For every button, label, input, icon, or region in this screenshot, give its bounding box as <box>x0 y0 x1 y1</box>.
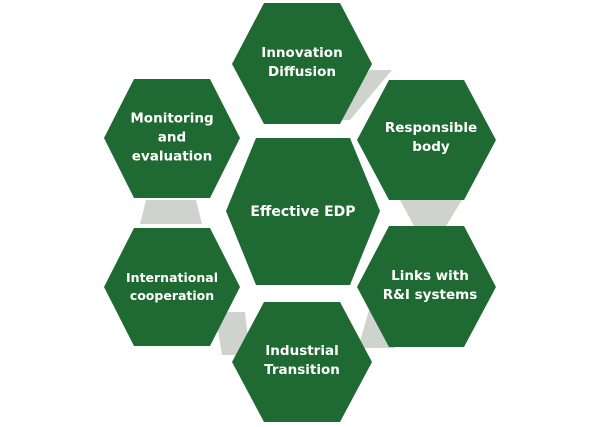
label-effective-edp: Effective EDP <box>250 202 355 222</box>
hexagon-industrial-transition <box>232 302 372 422</box>
label-line: cooperation <box>129 288 215 303</box>
hexagon-monitoring-evaluation <box>104 79 240 198</box>
label-line: evaluation <box>131 148 213 165</box>
label-line: and <box>157 129 187 146</box>
label-line: Transition <box>264 362 340 378</box>
label-line: Links with <box>391 268 469 284</box>
hexagon-innovation-diffusion <box>232 3 372 124</box>
label-line: Monitoring <box>130 110 214 127</box>
label-links-ri-systems: Links with R&I systems <box>383 267 477 305</box>
label-monitoring-evaluation: Monitoring and evaluation <box>130 110 213 167</box>
label-line: Industrial <box>265 343 339 359</box>
hexagon-links-ri-systems <box>357 226 496 347</box>
label-line: body <box>412 139 450 155</box>
hexagon-responsible-body <box>357 80 496 200</box>
label-responsible-body: Responsible body <box>385 119 477 157</box>
hexagon-international-cooperation <box>104 228 240 346</box>
connector-industrial-international <box>215 312 250 355</box>
label-line: International <box>126 270 218 285</box>
hexagon-effective-edp <box>226 138 380 285</box>
label-international-cooperation: International cooperation <box>126 269 218 305</box>
label-industrial-transition: Industrial Transition <box>264 342 340 380</box>
label-innovation-diffusion: Innovation Diffusion <box>261 44 342 82</box>
label-line: Innovation <box>261 45 343 61</box>
connector-international-monitoring <box>140 200 202 224</box>
label-line: Responsible <box>384 120 478 136</box>
connector-responsible-links <box>400 200 462 226</box>
label-line: R&I systems <box>382 287 478 303</box>
label-line: Effective EDP <box>250 204 356 220</box>
label-line: Diffusion <box>268 64 336 80</box>
